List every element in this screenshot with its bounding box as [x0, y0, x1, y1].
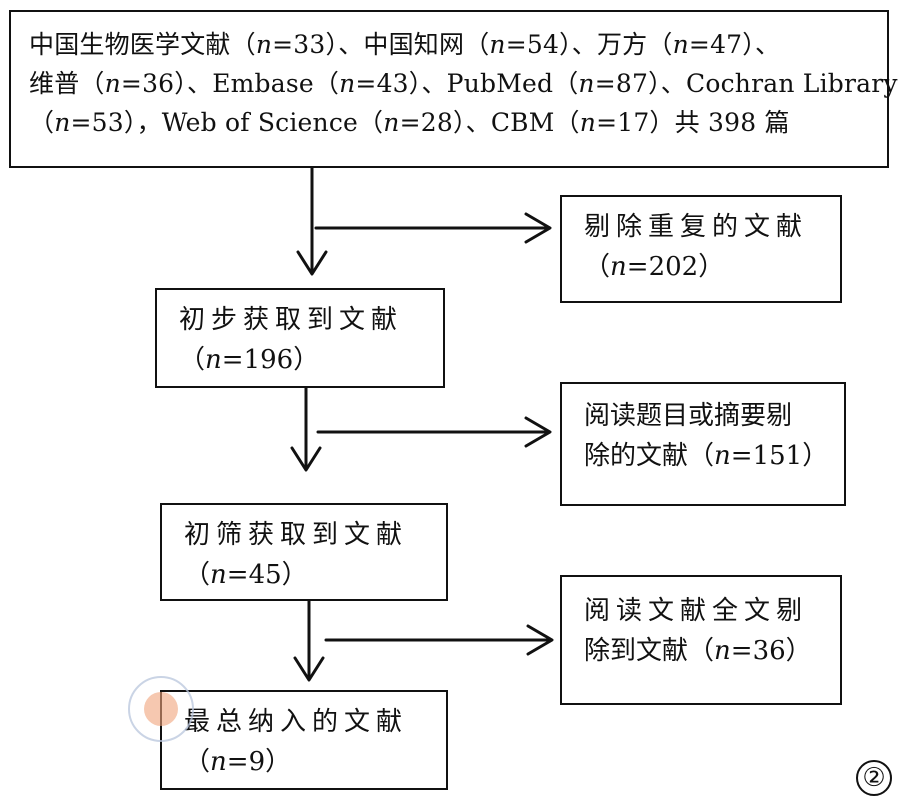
arrowhead-title-removed: [524, 416, 552, 448]
duplicates-removed-label: 剔除重复的文献: [584, 212, 809, 242]
arrowhead-screen: [290, 446, 322, 472]
initial-retrieved-count: （n=196）: [179, 345, 320, 376]
final-included-label: 最总纳入的文献: [184, 707, 409, 737]
final-included-count: （n=9）: [184, 747, 292, 778]
final-included-box: 最总纳入的文献 （n=9）: [160, 690, 448, 790]
source-line-2: 维普（n=36）、Embase（n=43）、PubMed（n=87）、Cochr…: [29, 68, 898, 98]
arrowhead-duplicates: [524, 212, 552, 244]
title-abstract-removed-line-1: 阅读题目或摘要剔: [584, 401, 793, 431]
duplicates-removed-box: 剔除重复的文献 （n=202）: [560, 195, 842, 303]
fulltext-removed-box: 阅读文献全文剔 除到文献（n=36）: [560, 575, 842, 705]
arrowhead-initial: [296, 250, 328, 276]
duplicates-removed-count: （n=202）: [584, 252, 725, 283]
arrowhead-final: [293, 656, 325, 682]
title-abstract-removed-line-2: 除的文献（n=151）: [584, 441, 829, 472]
arrowhead-fulltext-removed: [526, 624, 554, 656]
seal-map-icon: [144, 692, 178, 726]
fulltext-removed-line-1: 阅读文献全文剔: [584, 596, 809, 626]
title-abstract-removed-box: 阅读题目或摘要剔 除的文献（n=151）: [560, 382, 846, 506]
fulltext-removed-line-2: 除到文献（n=36）: [584, 636, 812, 667]
initial-retrieved-label: 初步获取到文献: [179, 305, 404, 335]
source-line-3: （n=53），Web of Science（n=28）、CBM（n=17）共 3…: [29, 107, 790, 137]
figure-number: ②: [856, 760, 892, 796]
watermark-seal-icon: [128, 676, 194, 742]
source-databases-box: 中国生物医学文献（n=33）、中国知网（n=54）、万方（n=47）、 维普（n…: [9, 10, 898, 168]
screened-retrieved-label: 初筛获取到文献: [184, 520, 409, 550]
screened-retrieved-box: 初筛获取到文献 （n=45）: [160, 503, 448, 601]
source-line-1: 中国生物医学文献（n=33）、中国知网（n=54）、万方（n=47）、: [29, 30, 781, 59]
initial-retrieved-box: 初步获取到文献 （n=196）: [155, 288, 445, 388]
screened-retrieved-count: （n=45）: [184, 560, 308, 591]
